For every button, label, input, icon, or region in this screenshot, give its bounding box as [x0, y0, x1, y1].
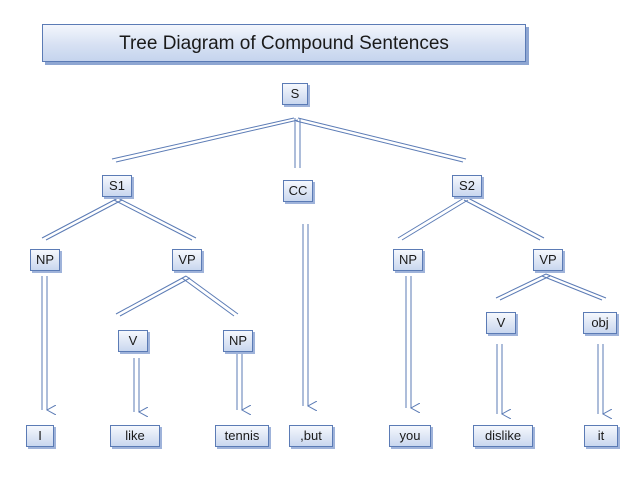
diagram-title: Tree Diagram of Compound Sentences	[42, 24, 526, 62]
edge-s1-np1	[41, 197, 123, 241]
node-s2: S2	[452, 175, 482, 197]
word-but: ,but	[289, 425, 333, 447]
edge-cc-but	[302, 224, 308, 406]
edge-vp2-obj	[541, 273, 607, 301]
node-obj: obj	[583, 312, 617, 334]
word-you: you	[389, 425, 431, 447]
edge-v2-dislike	[496, 344, 502, 414]
node-s: S	[282, 83, 308, 105]
edge-v1-like	[133, 358, 139, 412]
edge-s1-vp1	[113, 197, 197, 241]
edge-vp2-v2	[495, 273, 551, 301]
word-like: like	[110, 425, 160, 447]
node-np-right: NP	[393, 249, 423, 271]
edge-np2-you	[405, 276, 411, 408]
edge-s2-vp2	[463, 197, 545, 241]
node-np-left: NP	[30, 249, 60, 271]
word-it: it	[584, 425, 618, 447]
word-dislike: dislike	[473, 425, 533, 447]
node-v-right: V	[486, 312, 516, 334]
edge-s-cc	[294, 118, 301, 168]
word-tennis: tennis	[215, 425, 269, 447]
node-vp-left: VP	[172, 249, 202, 271]
edge-vp1-v1	[115, 275, 191, 317]
edge-s-s1	[111, 117, 299, 163]
edge-s2-np2	[397, 197, 469, 241]
node-np-obj-left: NP	[223, 330, 253, 352]
edge-vp1-np3	[181, 275, 239, 317]
node-cc: CC	[283, 180, 313, 202]
word-i: I	[26, 425, 54, 447]
edge-np1-i	[41, 276, 47, 410]
node-vp-right: VP	[533, 249, 563, 271]
node-s1: S1	[102, 175, 132, 197]
edge-obj-it	[597, 344, 603, 414]
node-v-left: V	[118, 330, 148, 352]
edge-np3-tennis	[236, 354, 242, 410]
edge-s-s2	[295, 117, 467, 163]
